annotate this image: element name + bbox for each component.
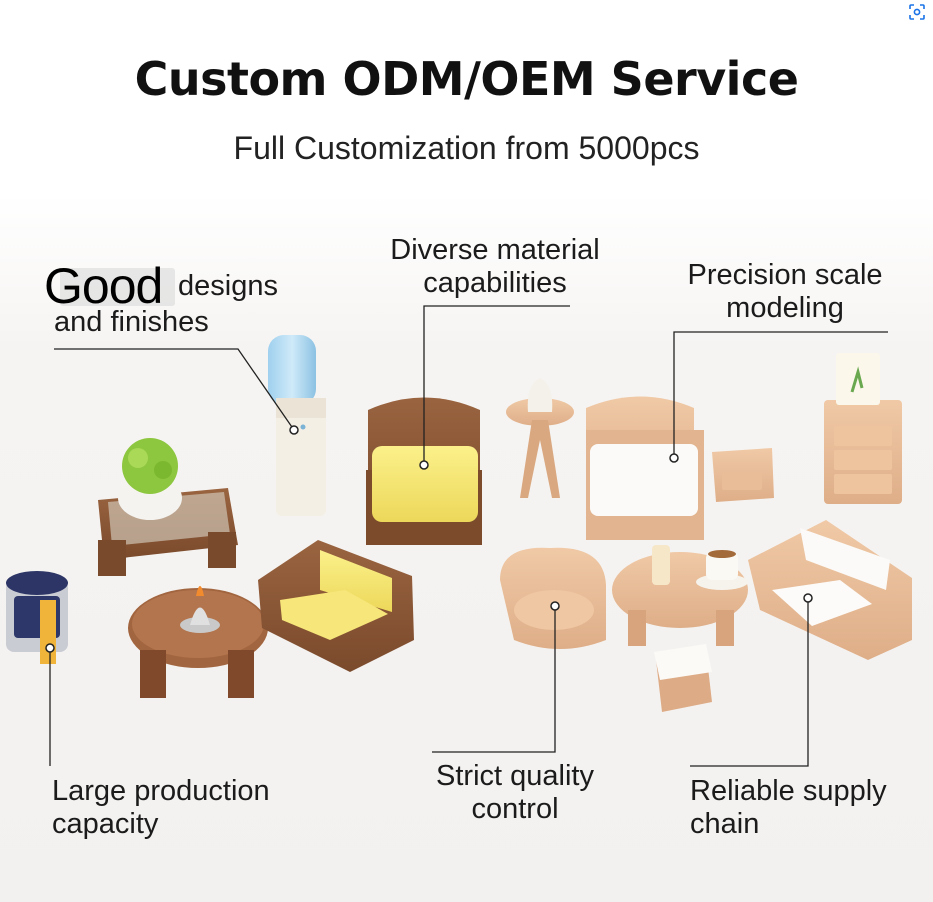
dot-production <box>45 643 55 653</box>
side-table-vase <box>506 378 574 498</box>
peach-bed <box>586 396 704 540</box>
callout-supply-line1: Reliable supply <box>690 775 887 807</box>
page-title: Custom ODM/OEM Service <box>134 52 799 106</box>
lens-scan-icon <box>909 4 925 20</box>
coffee-table <box>98 438 238 576</box>
small-cabinet <box>712 448 774 502</box>
callout-dots <box>45 425 813 653</box>
callout-quality-line2: control <box>471 793 559 825</box>
dot-material <box>419 460 429 470</box>
page-subtitle: Full Customization from 5000pcs <box>233 130 700 166</box>
callout-supply-line2: chain <box>690 808 760 840</box>
water-dispenser <box>268 335 326 516</box>
callout-quality: Strict quality control <box>420 760 610 826</box>
callout-material: Diverse material capabilities <box>380 234 610 300</box>
dot-scale <box>669 453 679 463</box>
ottoman <box>654 644 712 712</box>
callout-material-line2: capabilities <box>423 267 567 299</box>
callout-line-supply <box>690 598 809 767</box>
round-table-lamp <box>128 586 268 698</box>
stool <box>6 571 68 664</box>
peach-sofa <box>748 520 912 660</box>
nightstand <box>824 353 902 504</box>
callout-production: Large production capacity <box>52 775 270 841</box>
callout-lines <box>49 305 888 767</box>
dot-designs <box>289 425 299 435</box>
callout-production-line1: Large production <box>52 775 270 807</box>
dot-supply <box>803 593 813 603</box>
callout-quality-line1: Strict quality <box>436 760 594 792</box>
callout-designs-line2: and finishes <box>54 306 209 338</box>
callout-designs-line1: designs <box>178 270 278 302</box>
dot-quality <box>550 601 560 611</box>
callout-production-line2: capacity <box>52 808 159 840</box>
armchair <box>500 547 606 649</box>
visual-search-button[interactable] <box>903 0 931 24</box>
callout-scale: Precision scale modeling <box>675 259 895 325</box>
callout-line-quality <box>432 608 556 753</box>
text-ghost-overlay <box>60 268 175 306</box>
callout-line-material <box>423 305 570 465</box>
callout-scale-line2: modeling <box>726 292 844 324</box>
callout-line-scale <box>673 331 888 458</box>
brown-sofa <box>258 540 414 672</box>
callout-scale-line1: Precision scale <box>687 259 883 291</box>
callout-designs-overlay-word: Good <box>44 258 163 314</box>
callout-material-line1: Diverse material <box>390 234 600 266</box>
callout-supply: Reliable supply chain <box>690 775 887 841</box>
callout-line-designs <box>54 348 295 431</box>
round-peach-table <box>612 545 748 646</box>
